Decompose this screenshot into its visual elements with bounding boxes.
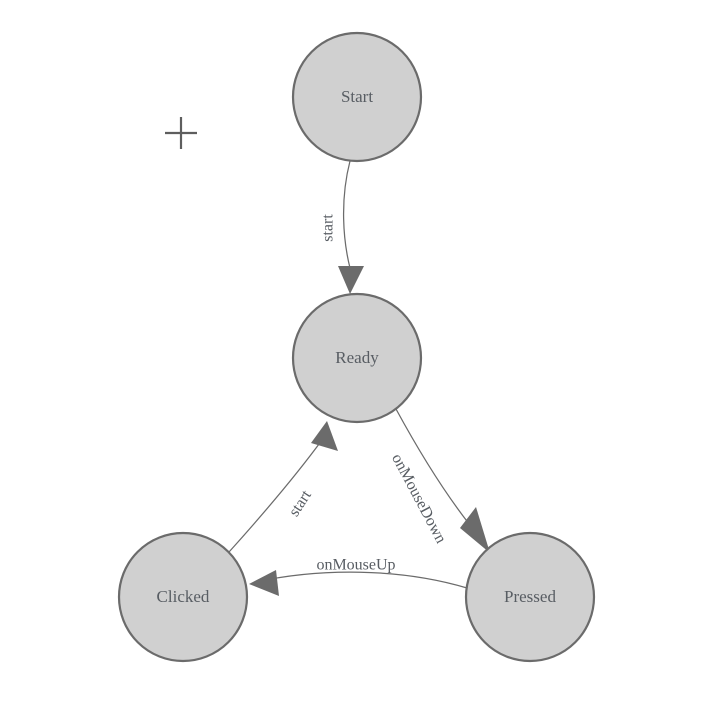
edge-label-start-to-ready: start	[320, 214, 337, 242]
edge-start-to-ready-path	[342, 160, 351, 269]
node-pressed[interactable]: Pressed	[464, 531, 596, 663]
edge-label-clicked-to-ready: start	[286, 487, 316, 520]
node-clicked[interactable]: Clicked	[117, 531, 249, 663]
edge-label-ready-to-pressed: onMouseDown	[388, 451, 449, 546]
edge-clicked-to-ready[interactable]: start	[228, 421, 338, 553]
node-ready[interactable]: Ready	[291, 292, 423, 424]
edge-pressed-to-clicked-arrowhead	[249, 570, 279, 596]
edge-ready-to-pressed-arrowhead	[460, 507, 490, 553]
node-clicked-label: Clicked	[157, 587, 210, 606]
node-ready-circle[interactable]	[291, 292, 423, 424]
edge-label-pressed-to-clicked: onMouseUp	[316, 557, 395, 574]
edge-start-to-ready[interactable]: start	[320, 160, 364, 294]
edge-pressed-to-clicked[interactable]: onMouseUp	[249, 557, 468, 596]
node-clicked-circle[interactable]	[117, 531, 249, 663]
edge-start-to-ready-arrowhead	[338, 266, 364, 294]
node-start-label: Start	[341, 87, 373, 106]
edge-clicked-to-ready-arrowhead	[311, 421, 338, 451]
node-start[interactable]: Start	[291, 31, 423, 163]
edge-clicked-to-ready-path	[228, 439, 323, 553]
node-ready-label: Ready	[335, 348, 379, 367]
edge-ready-to-pressed[interactable]: onMouseDown	[388, 408, 490, 553]
crosshair-icon	[165, 117, 197, 149]
node-pressed-circle[interactable]	[464, 531, 596, 663]
node-pressed-label: Pressed	[504, 587, 556, 606]
edge-pressed-to-clicked-path	[255, 571, 468, 589]
node-start-circle[interactable]	[291, 31, 423, 163]
